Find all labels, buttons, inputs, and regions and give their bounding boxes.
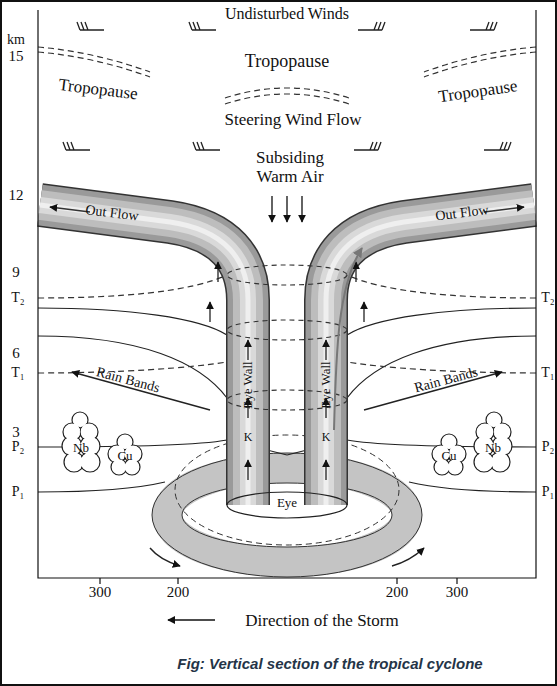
cloud-label: Nb (485, 441, 501, 455)
axis-tick (100, 578, 457, 584)
point-label: K (244, 431, 253, 444)
level-label: T₁ (541, 365, 554, 380)
outflow-arrow (334, 248, 362, 430)
plot-frame (38, 10, 536, 578)
cyclone-ring (167, 468, 407, 562)
axis-unit: km (7, 32, 25, 47)
subsidence-arrow (301, 196, 302, 222)
level-label: T₁ (11, 365, 24, 380)
rotation-arrow (150, 548, 180, 566)
level-label: P₁ (12, 484, 25, 499)
level-label: T₂ (541, 290, 554, 305)
tropopause-line (225, 88, 349, 98)
layer-label: Tropopause (437, 77, 518, 107)
band-label: Rain Bands (413, 364, 480, 396)
flow-label: Steering Wind Flow (225, 111, 362, 130)
axis-number: 9 (12, 264, 20, 281)
distance-number: 300 (446, 584, 469, 601)
distance-number: 200 (167, 584, 190, 601)
level-label: P₂ (542, 439, 555, 454)
axis-number: 15 (9, 48, 24, 65)
cyclone-ring (182, 483, 392, 547)
subsidence-arrow (286, 196, 287, 222)
cyclone-ring (152, 453, 422, 577)
rotation-arrow (392, 548, 424, 566)
direction-arrow (168, 619, 215, 620)
level-label: T₂ (11, 290, 24, 305)
axis-number: 12 (9, 187, 24, 204)
cylinder-section (227, 265, 347, 285)
direction-label: Direction of the Storm (245, 612, 398, 631)
flow-label: Subsiding Warm Air (242, 149, 338, 186)
axis-number: 3 (12, 424, 20, 441)
cloud-label: Cu (117, 449, 132, 463)
cloud-label: Cu (441, 449, 456, 463)
cloud-label: Nb (73, 441, 89, 455)
cyclone-ring (175, 435, 399, 545)
layer-label: Tropopause (245, 52, 329, 72)
distance-number: 300 (89, 584, 112, 601)
cyclone-half (287, 22, 536, 505)
band-label: Rain Bands (95, 364, 162, 396)
wall-label: Eye Wall (319, 361, 333, 408)
tropopause-line (225, 94, 349, 104)
wall-label: Eye Wall (241, 361, 255, 408)
distance-number: 200 (386, 584, 409, 601)
axis-number: 6 (12, 345, 20, 362)
eye-label: Eye (277, 496, 297, 510)
level-label: P₁ (542, 484, 555, 499)
heading-label: Undisturbed Winds (225, 5, 349, 23)
point-label: K (322, 431, 331, 444)
layer-label: Tropopause (57, 76, 138, 104)
figure-caption: Fig: Vertical section of the tropical cy… (177, 655, 482, 672)
cyclone-half (38, 22, 287, 505)
level-label: P₂ (12, 439, 25, 454)
cylinder-section (227, 320, 347, 340)
eye-base (227, 492, 347, 518)
subsidence-arrow (271, 196, 272, 222)
